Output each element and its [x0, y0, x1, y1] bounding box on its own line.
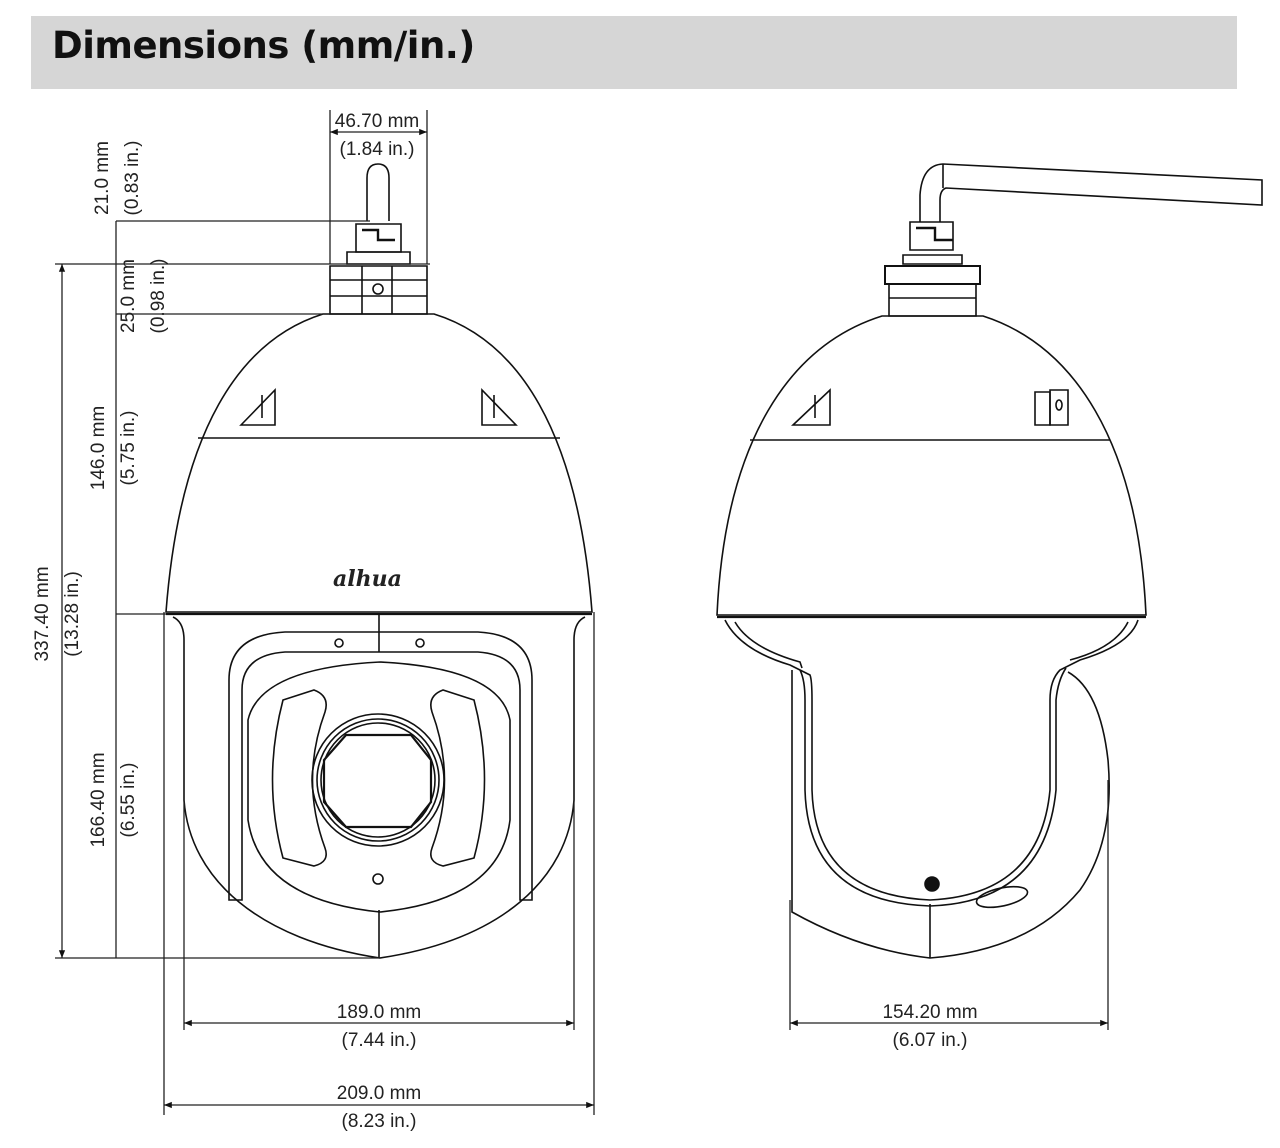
antenna-width-mm: 46.70 mm — [335, 111, 419, 132]
overall-width-mm: 209.0 mm — [337, 1083, 421, 1104]
mount-height-in: (0.98 in.) — [148, 259, 169, 334]
overall-width-in: (8.23 in.) — [342, 1111, 417, 1132]
header-bar — [31, 16, 1237, 89]
page-title: Dimensions (mm/in.) — [52, 24, 475, 67]
body-width-in: (7.44 in.) — [342, 1030, 417, 1051]
body-width-mm: 189.0 mm — [337, 1002, 421, 1023]
antenna-height-in: (0.83 in.) — [122, 141, 143, 216]
depth-in: (6.07 in.) — [893, 1030, 968, 1051]
depth-mm: 154.20 mm — [882, 1002, 977, 1023]
dome-upper-height-in: (5.75 in.) — [118, 411, 139, 486]
side-view-camera — [716, 163, 1263, 959]
antenna-height-mm: 21.0 mm — [92, 141, 113, 215]
front-dimension-lines — [55, 110, 595, 1115]
brand-logo: alhua — [333, 566, 402, 592]
dome-upper-height-mm: 146.0 mm — [88, 406, 109, 490]
total-height-in: (13.28 in.) — [62, 571, 83, 657]
antenna-width-in: (1.84 in.) — [340, 139, 415, 160]
side-dimension-lines — [789, 780, 1109, 1030]
lower-height-mm: 166.40 mm — [88, 752, 109, 847]
front-view-camera — [165, 163, 593, 959]
lower-height-in: (6.55 in.) — [118, 763, 139, 838]
mount-height-mm: 25.0 mm — [118, 259, 139, 333]
total-height-mm: 337.40 mm — [32, 566, 53, 661]
